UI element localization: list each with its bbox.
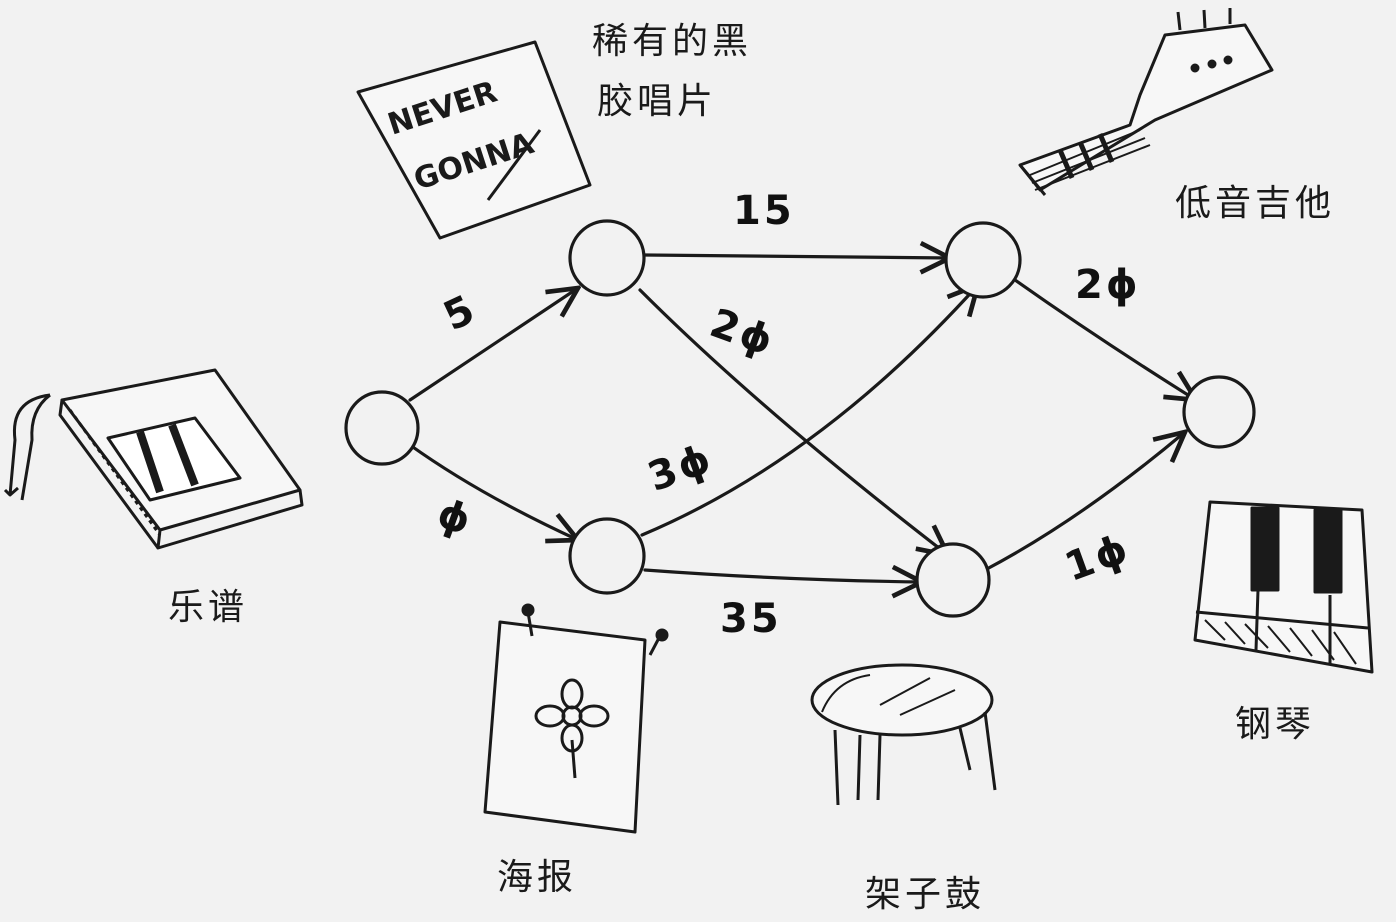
- node-lower-mid: [568, 517, 646, 595]
- label-rare-record-1: 稀有的黑: [592, 21, 753, 62]
- poster-icon: [483, 603, 669, 834]
- edge-lower-mid-lower-right: [643, 570, 922, 582]
- edge-lower-mid-upper-right: [640, 285, 978, 537]
- edge-start-upper-mid: [408, 288, 578, 402]
- label-drum-kit: 架子鼓: [865, 874, 986, 915]
- record-icon: [356, 40, 592, 240]
- drum-kit-icon: [810, 663, 997, 806]
- edge-start-lower-mid: [408, 443, 578, 540]
- weight-lower-mid-lower-right: 35: [720, 596, 782, 642]
- piano-icon: [1193, 500, 1374, 674]
- weight-upper-mid-upper-right: 15: [733, 188, 795, 234]
- label-sheet-music: 乐谱: [168, 587, 249, 628]
- label-piano: 钢琴: [1235, 704, 1316, 745]
- bass-guitar-icon: [1018, 8, 1274, 196]
- weight-upper-right-end: 2ϕ: [1075, 262, 1141, 308]
- node-end: [1182, 375, 1256, 449]
- edge-upper-mid-upper-right: [643, 255, 950, 258]
- node-start: [344, 390, 420, 466]
- edge-upper-mid-lower-right: [638, 288, 948, 555]
- edge-lower-right-end: [983, 432, 1185, 572]
- edge-upper-right-end: [1013, 278, 1196, 400]
- label-bass-guitar: 低音吉他: [1175, 183, 1336, 224]
- node-lower-right: [915, 542, 991, 618]
- sheet-music-icon: [3, 368, 304, 550]
- label-rare-record-2: 胶唱片: [597, 81, 718, 122]
- node-upper-right: [944, 221, 1022, 299]
- label-poster: 海报: [497, 857, 578, 898]
- node-upper-mid: [568, 219, 646, 297]
